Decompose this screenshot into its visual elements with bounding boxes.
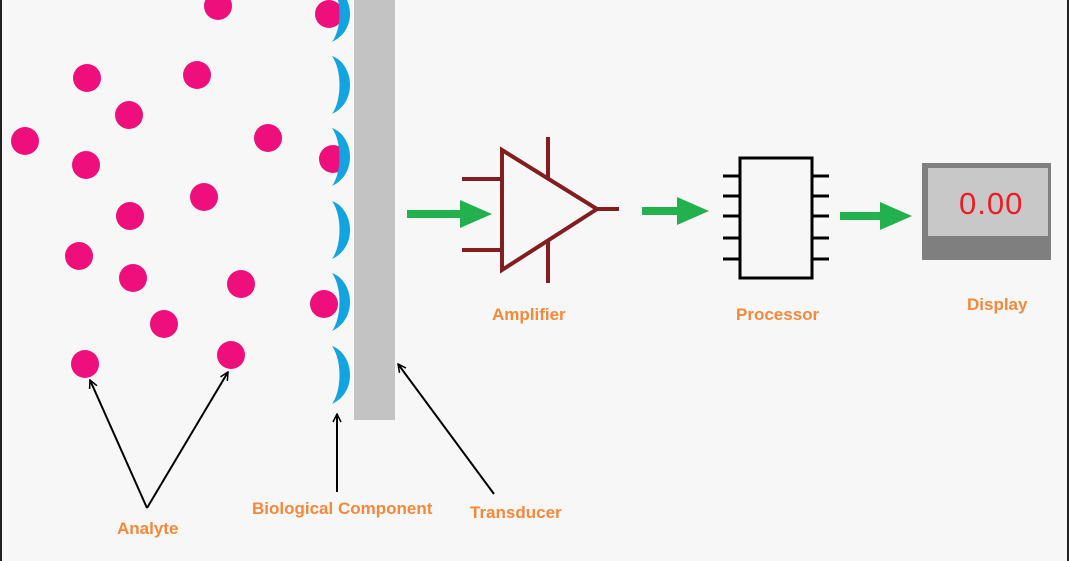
analyte-molecule: [227, 270, 255, 298]
analyte-molecule: [72, 151, 100, 179]
op-amp-triangle-icon: [462, 137, 619, 283]
analyte-molecule: [115, 101, 143, 129]
analyte-molecule: [71, 350, 99, 378]
analyte-molecule: [217, 341, 245, 369]
thin-arrow-icon: [146, 372, 229, 509]
label-display: Display: [967, 295, 1028, 314]
label-analyte: Analyte: [117, 519, 179, 538]
ic-chip-icon: [723, 156, 829, 280]
analyte-molecule: [73, 64, 101, 92]
analyte-molecule: [190, 183, 218, 211]
analyte-molecules: [11, 0, 347, 378]
analyte-molecule: [254, 124, 282, 152]
analyte-molecule: [310, 290, 338, 318]
bioreceptor-crescent: [332, 273, 351, 331]
label-transducer: Transducer: [470, 503, 562, 522]
right-arrow-icon: [840, 202, 912, 230]
label-biological-component: Biological Component: [252, 499, 433, 518]
bioreceptor-crescent: [332, 56, 351, 114]
bioreceptor-crescent: [332, 346, 351, 404]
bioreceptor-crescent: [332, 0, 350, 42]
label-amplifier: Amplifier: [492, 305, 566, 324]
analyte-molecule: [116, 202, 144, 230]
thin-arrow-icon: [90, 380, 148, 509]
flow-arrows: [407, 197, 912, 230]
analyte-molecule: [204, 0, 232, 20]
bioreceptor-crescent: [332, 201, 351, 259]
label-processor: Processor: [736, 305, 820, 324]
bioreceptor-crescent: [332, 128, 351, 186]
right-arrow-icon: [642, 197, 709, 225]
analyte-molecule: [11, 127, 39, 155]
analyte-molecule: [65, 242, 93, 270]
right-arrow-icon: [407, 200, 492, 228]
pointer-arrows: [90, 364, 495, 509]
thin-arrow-icon: [398, 364, 495, 495]
transducer-bar: [354, 0, 395, 420]
analyte-molecule: [119, 264, 147, 292]
display-reading: 0.00: [959, 186, 1024, 221]
analyte-molecule: [183, 61, 211, 89]
analyte-molecule: [150, 310, 178, 338]
bioreceptors: [332, 0, 351, 404]
lcd-display-icon: [922, 163, 1051, 260]
analyte-molecule: [315, 0, 343, 28]
